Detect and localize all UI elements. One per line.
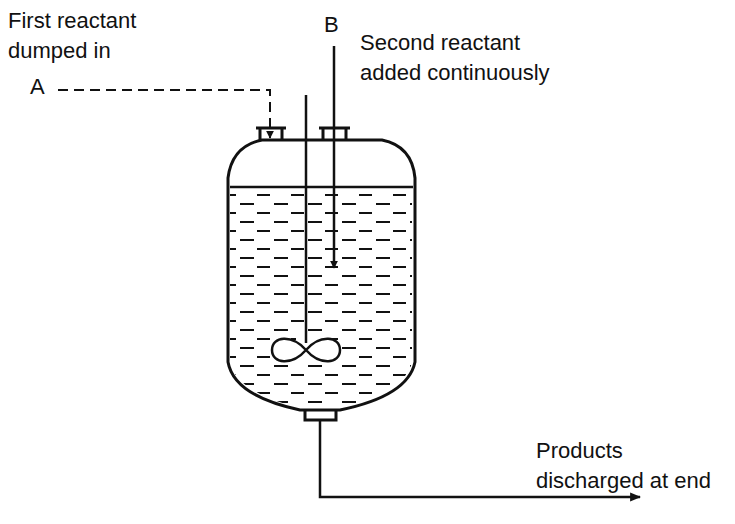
feed-label: First reactant dumped in xyxy=(8,6,173,66)
liquid-fill xyxy=(230,194,412,408)
feed-label: Second reactant added continuously xyxy=(360,28,575,88)
vessel-body xyxy=(228,140,415,410)
stream-letter: A xyxy=(30,72,56,102)
reactant-b-feed-line xyxy=(333,46,336,268)
stream-letter: B xyxy=(324,10,350,40)
outlet-nozzle xyxy=(305,410,336,420)
reactant-a-feed-line xyxy=(58,90,270,138)
product-label: Products discharged at end xyxy=(536,436,726,496)
liquid-surface xyxy=(230,186,413,189)
agitator-shaft xyxy=(305,95,308,343)
impeller xyxy=(272,339,340,362)
